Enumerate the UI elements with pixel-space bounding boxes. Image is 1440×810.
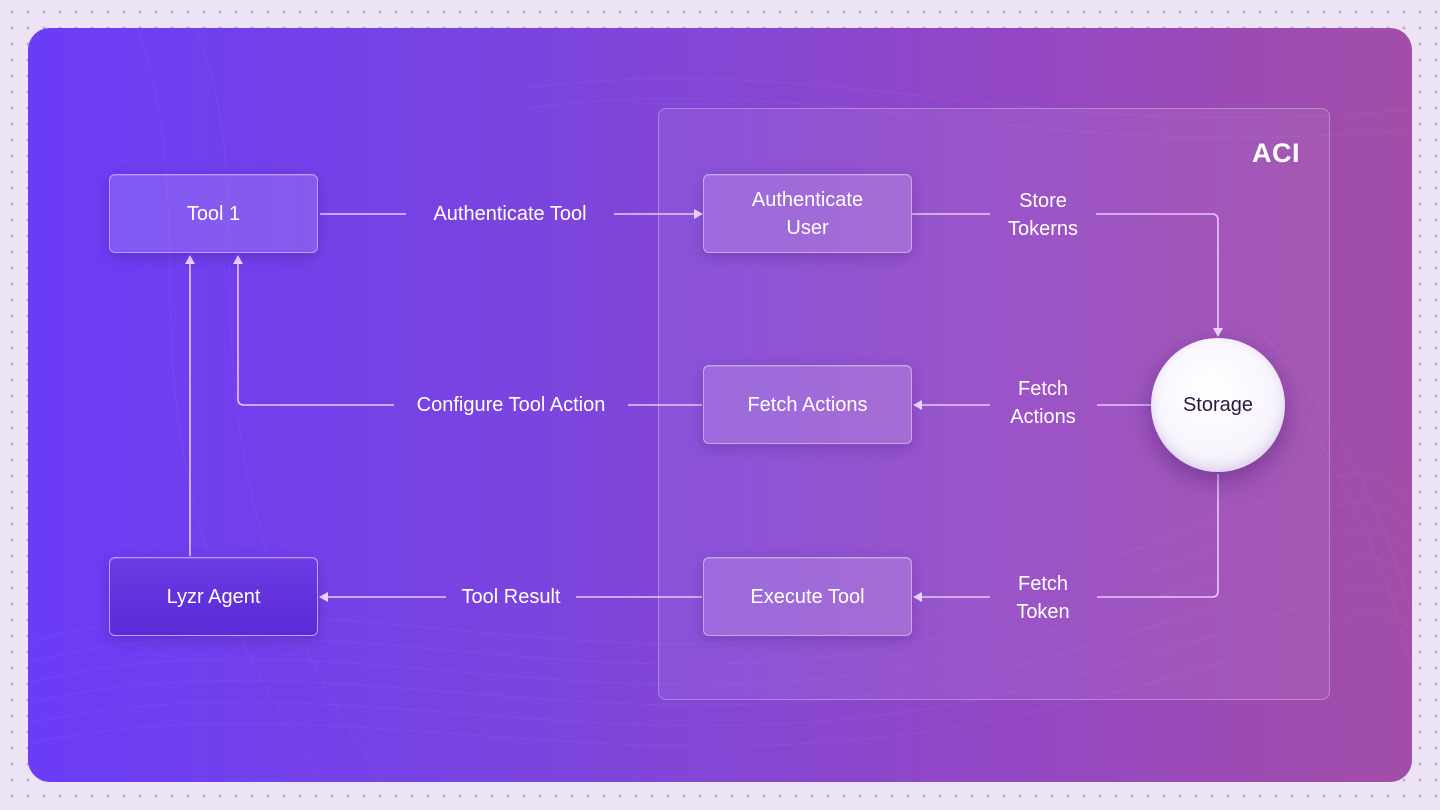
node-authenticate-user-label: Authenticate User — [751, 188, 864, 239]
edge-label-configure-tool-action: Configure Tool Action — [416, 394, 606, 416]
node-storage[interactable]: Storage — [1151, 338, 1285, 472]
edge-label-fetch-actions: Fetch Actions — [1010, 378, 1076, 428]
edge-label-authenticate-tool: Authenticate Tool — [433, 203, 587, 225]
node-execute-tool[interactable]: Execute Tool — [703, 557, 912, 636]
edge-line-configure-tool-action-b — [233, 255, 394, 406]
edge-line-store-tokens-b — [1096, 213, 1223, 337]
node-fetch-actions[interactable]: Fetch Actions — [703, 365, 912, 444]
edge-label-store-tokens: Store Tokerns — [1007, 190, 1079, 240]
node-execute-tool-label: Execute Tool — [750, 585, 865, 608]
node-storage-label: Storage — [1182, 393, 1254, 416]
node-fetch-actions-label: Fetch Actions — [747, 393, 868, 416]
edge-line-fetch-token-a — [1097, 474, 1219, 598]
background-wave-pattern — [28, 28, 1412, 782]
aci-title: ACI — [1252, 138, 1300, 168]
node-lyzr-agent-label: Lyzr Agent — [166, 585, 261, 608]
node-lyzr-agent[interactable]: Lyzr Agent — [109, 557, 318, 636]
node-tool-1-label: Tool 1 — [186, 202, 241, 225]
node-authenticate-user[interactable]: Authenticate User — [703, 174, 912, 253]
edge-label-fetch-token: Fetch Token — [1016, 573, 1070, 623]
node-tool-1[interactable]: Tool 1 — [109, 174, 318, 253]
edge-label-tool-result: Tool Result — [461, 586, 561, 608]
